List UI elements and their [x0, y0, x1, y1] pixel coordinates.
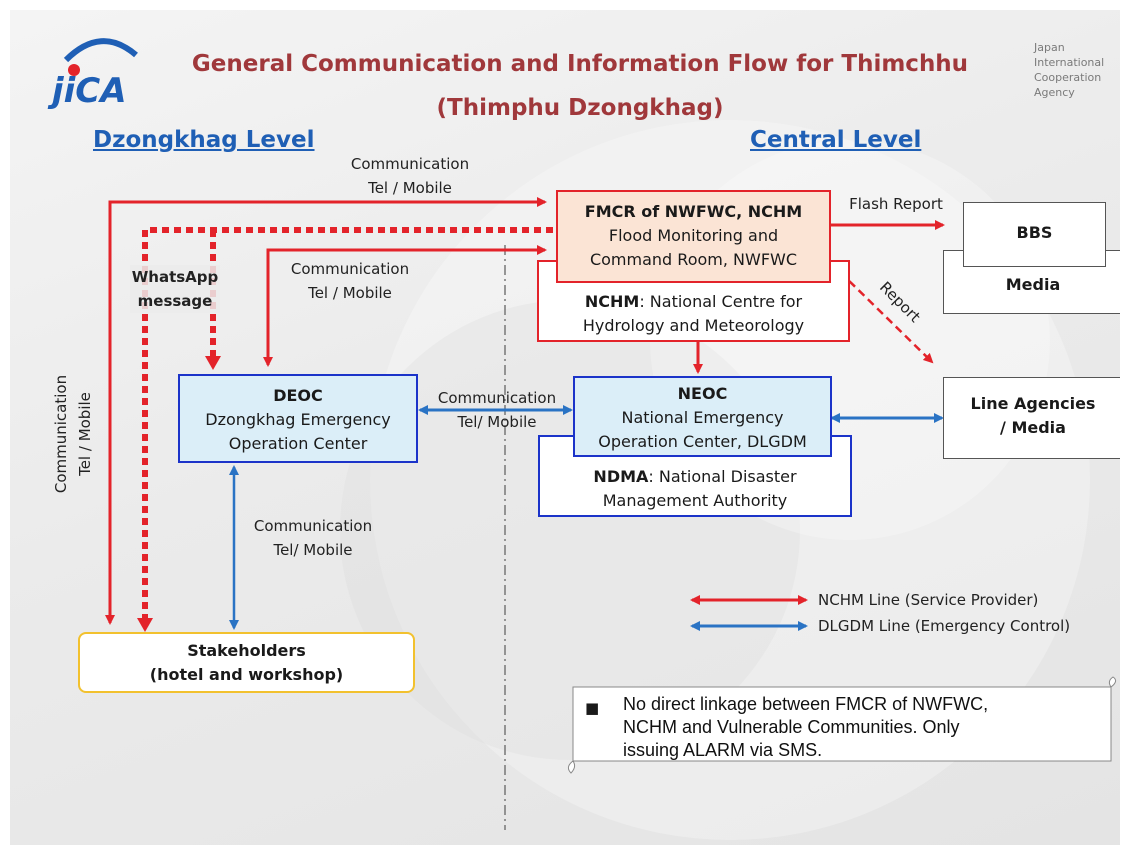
slide: jiCA General Communication and Informati… [10, 10, 1120, 845]
page-title: General Communication and Information Fl… [170, 42, 990, 130]
svg-text:jiCA: jiCA [47, 71, 127, 110]
note-bullet: ■ [585, 699, 600, 717]
label-top-communication: Communication Tel / Mobile [350, 155, 470, 197]
legend-nchm-line: NCHM Line (Service Provider) [818, 591, 1039, 609]
fmcr-box: FMCR of NWFWC, NCHM Flood Monitoring and… [556, 190, 831, 283]
note-text: No direct linkage between FMCR of NWFWC,… [623, 694, 989, 760]
label-mid-communication: Communication Tel / Mobile [290, 260, 410, 302]
arrow-fmcr-stakeholders [105, 197, 547, 625]
line-agencies-box: Line Agencies / Media [943, 377, 1120, 459]
note-box: ■ No direct linkage between FMCR of NWFW… [563, 675, 1120, 775]
neoc-box: NEOC National Emergency Operation Center… [573, 376, 832, 457]
bbs-box: BBS [963, 202, 1106, 267]
arrow-fmcr-deoc [263, 245, 547, 367]
legend-dlgdm-line: DLGDM Line (Emergency Control) [818, 617, 1071, 635]
title-line-1: General Communication and Information Fl… [191, 51, 969, 77]
deoc-box: DEOC Dzongkhag Emergency Operation Cente… [178, 374, 418, 463]
label-deoc-stakeholders: Communication Tel/ Mobile [253, 517, 373, 559]
jica-logo: jiCA [46, 30, 156, 110]
label-left-vertical: Communication Tel / Mobile [52, 374, 94, 494]
stakeholders-box: Stakeholders (hotel and workshop) [78, 632, 415, 693]
arrow-report [839, 271, 934, 364]
fmcr-title: FMCR of NWFWC, NCHM [584, 202, 803, 221]
title-line-2: (Thimphu Dzongkhag) [436, 95, 724, 121]
label-flash-report: Flash Report [849, 195, 943, 213]
label-deoc-neoc: Communication Tel/ Mobile [437, 389, 557, 431]
label-whatsapp: WhatsApp message [130, 265, 220, 313]
whatsapp-deoc-head [205, 356, 221, 370]
section-central: Central Level [750, 127, 922, 153]
whatsapp-stakeholders-head [137, 618, 153, 632]
agency-name: Japan International Cooperation Agency [1034, 41, 1105, 99]
section-dzongkhag: Dzongkhag Level [93, 127, 315, 153]
arrow-whatsapp-stakeholders [142, 227, 553, 623]
